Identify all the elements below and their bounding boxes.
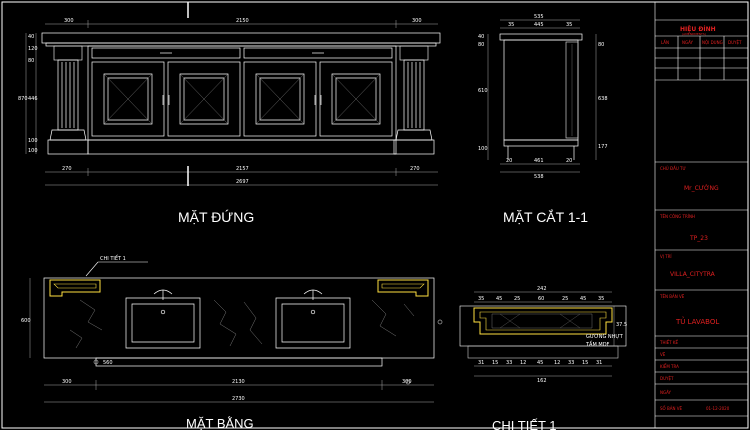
tb-col-2: NGÀY bbox=[682, 40, 694, 45]
detail-label-mirror: GƯƠNG NHỰT bbox=[586, 334, 624, 340]
sect-dim-left-4: 100 bbox=[478, 146, 488, 152]
elev-dim-bottom-3: 270 bbox=[410, 166, 420, 172]
elev-dim-top-1: 300 bbox=[64, 18, 74, 24]
plan-view bbox=[29, 261, 443, 403]
sect-dim-right-2: 638 bbox=[598, 96, 608, 102]
tb-project: TP_23 bbox=[689, 235, 708, 242]
tb-col-1: LẦN bbox=[661, 40, 669, 45]
tb-field-6: SỐ BẢN VẼ bbox=[660, 406, 682, 411]
plan-callout: CHI TIẾT 1 bbox=[100, 254, 126, 262]
title-block bbox=[654, 1, 749, 429]
detail-dim-right: 37.5 bbox=[616, 322, 627, 328]
sect-dim-right-1: 80 bbox=[598, 42, 604, 48]
tb-owner: Mr_CƯỜNG bbox=[684, 185, 719, 192]
tb-col-4: DUYỆT bbox=[728, 40, 742, 45]
elev-dim-bottom-1: 270 bbox=[62, 166, 72, 172]
sect-dim-bottom-2: 461 bbox=[534, 158, 544, 164]
sect-dim-left-1: 40 bbox=[478, 34, 484, 40]
sect-dim-bottom-3: 20 bbox=[566, 158, 572, 164]
tb-project-label: TÊN CÔNG TRÌNH bbox=[659, 214, 695, 219]
detail-dim-bottom-8: 15 bbox=[582, 360, 588, 366]
elev-dim-left-3: 80 bbox=[28, 58, 34, 64]
elev-dim-total: 2697 bbox=[236, 179, 249, 185]
plan-dim-total: 2730 bbox=[232, 396, 245, 402]
tb-field-4: DUYỆT bbox=[660, 376, 674, 381]
detail-view bbox=[459, 291, 627, 377]
sect-dim-left-2: 80 bbox=[478, 42, 484, 48]
detail-dim-bottom-1: 31 bbox=[478, 360, 484, 366]
detail-dim-bottom-7: 33 bbox=[568, 360, 574, 366]
tb-revision: HIỆU ĐÍNH bbox=[680, 25, 716, 33]
elev-dim-top-3: 300 bbox=[412, 18, 422, 24]
plan-dim-bottom-1: 300 bbox=[62, 379, 72, 385]
tb-location: VILLA_CITYTRA bbox=[670, 271, 716, 278]
detail-dim-bottom-5: 45 bbox=[537, 360, 543, 366]
detail-dim-row-4: 60 bbox=[538, 296, 544, 302]
detail-dim-row-1: 35 bbox=[478, 296, 484, 302]
sect-dim-top-total: 535 bbox=[534, 14, 544, 20]
tb-field-5: NGÀY bbox=[660, 390, 672, 395]
detail-dim-bottom-total: 162 bbox=[537, 378, 547, 384]
section-title: MẶT CẮT 1-1 bbox=[503, 208, 588, 225]
sect-dim-bottom-1: 20 bbox=[506, 158, 512, 164]
tb-col-3: NỘI DUNG bbox=[702, 40, 723, 45]
elev-dim-top-2: 2150 bbox=[236, 18, 249, 24]
plan-dim-bottom-2: 2130 bbox=[232, 379, 245, 385]
tb-date: 01-12-2020 bbox=[706, 406, 730, 411]
detail-dim-row-3: 25 bbox=[514, 296, 520, 302]
elev-dim-left-2: 120 bbox=[28, 46, 38, 52]
detail-dim-bottom-2: 15 bbox=[492, 360, 498, 366]
detail-dim-bottom-6: 12 bbox=[554, 360, 560, 366]
tb-location-label: VỊ TRÍ bbox=[660, 254, 672, 259]
plan-dim-bottom-3: 300 bbox=[402, 379, 412, 385]
tb-field-1: THIẾT KẾ bbox=[659, 339, 678, 345]
sect-dim-top-1: 35 bbox=[508, 22, 514, 28]
tb-owner-label: CHỦ ĐẦU TƯ bbox=[660, 166, 686, 171]
plan-dim-left: 600 bbox=[21, 318, 31, 324]
detail-dim-row-5: 25 bbox=[562, 296, 568, 302]
section-view bbox=[487, 19, 597, 173]
sect-dim-top-2: 445 bbox=[534, 22, 544, 28]
sect-dim-left-3: 610 bbox=[478, 88, 488, 94]
tb-revision-sub: (AMENDMENTS) bbox=[682, 32, 706, 36]
detail-dim-row-6: 45 bbox=[580, 296, 586, 302]
detail-dim-row-2: 45 bbox=[496, 296, 502, 302]
sect-dim-top-3: 35 bbox=[566, 22, 572, 28]
detail-label-mdf: TẤM MDF bbox=[585, 340, 610, 348]
elevation-view bbox=[25, 2, 441, 186]
plan-title: MẶT BẰNG bbox=[186, 416, 254, 430]
detail-dim-top: 242 bbox=[537, 286, 547, 292]
detail-dim-bottom-9: 31 bbox=[596, 360, 602, 366]
elev-dim-left-6: 100 bbox=[28, 138, 38, 144]
detail-dim-bottom-4: 12 bbox=[520, 360, 526, 366]
elev-dim-left-5: 870 bbox=[18, 96, 28, 102]
detail-dim-row-7: 35 bbox=[598, 296, 604, 302]
elev-dim-bottom-2: 2157 bbox=[236, 166, 249, 172]
sect-dim-bottom-total: 538 bbox=[534, 174, 544, 180]
sect-dim-right-3: 177 bbox=[598, 144, 608, 150]
tb-drawing-label: TÊN BẢN VẼ bbox=[659, 294, 685, 299]
elev-dim-left-1: 40 bbox=[28, 34, 34, 40]
elev-dim-left-4: 446 bbox=[28, 96, 38, 102]
elevation-title: MẶT ĐỨNG bbox=[178, 209, 254, 225]
tb-drawing: TỦ LAVABOL bbox=[675, 316, 719, 326]
detail-title: CHI TIẾT 1 bbox=[492, 418, 557, 430]
plan-dim-inner: 560 bbox=[103, 360, 113, 366]
tb-field-3: KIỂM TRA bbox=[660, 364, 679, 369]
elev-dim-left-7: 100 bbox=[28, 148, 38, 154]
tb-field-2: VẼ bbox=[660, 352, 666, 357]
detail-dim-bottom-3: 33 bbox=[506, 360, 512, 366]
